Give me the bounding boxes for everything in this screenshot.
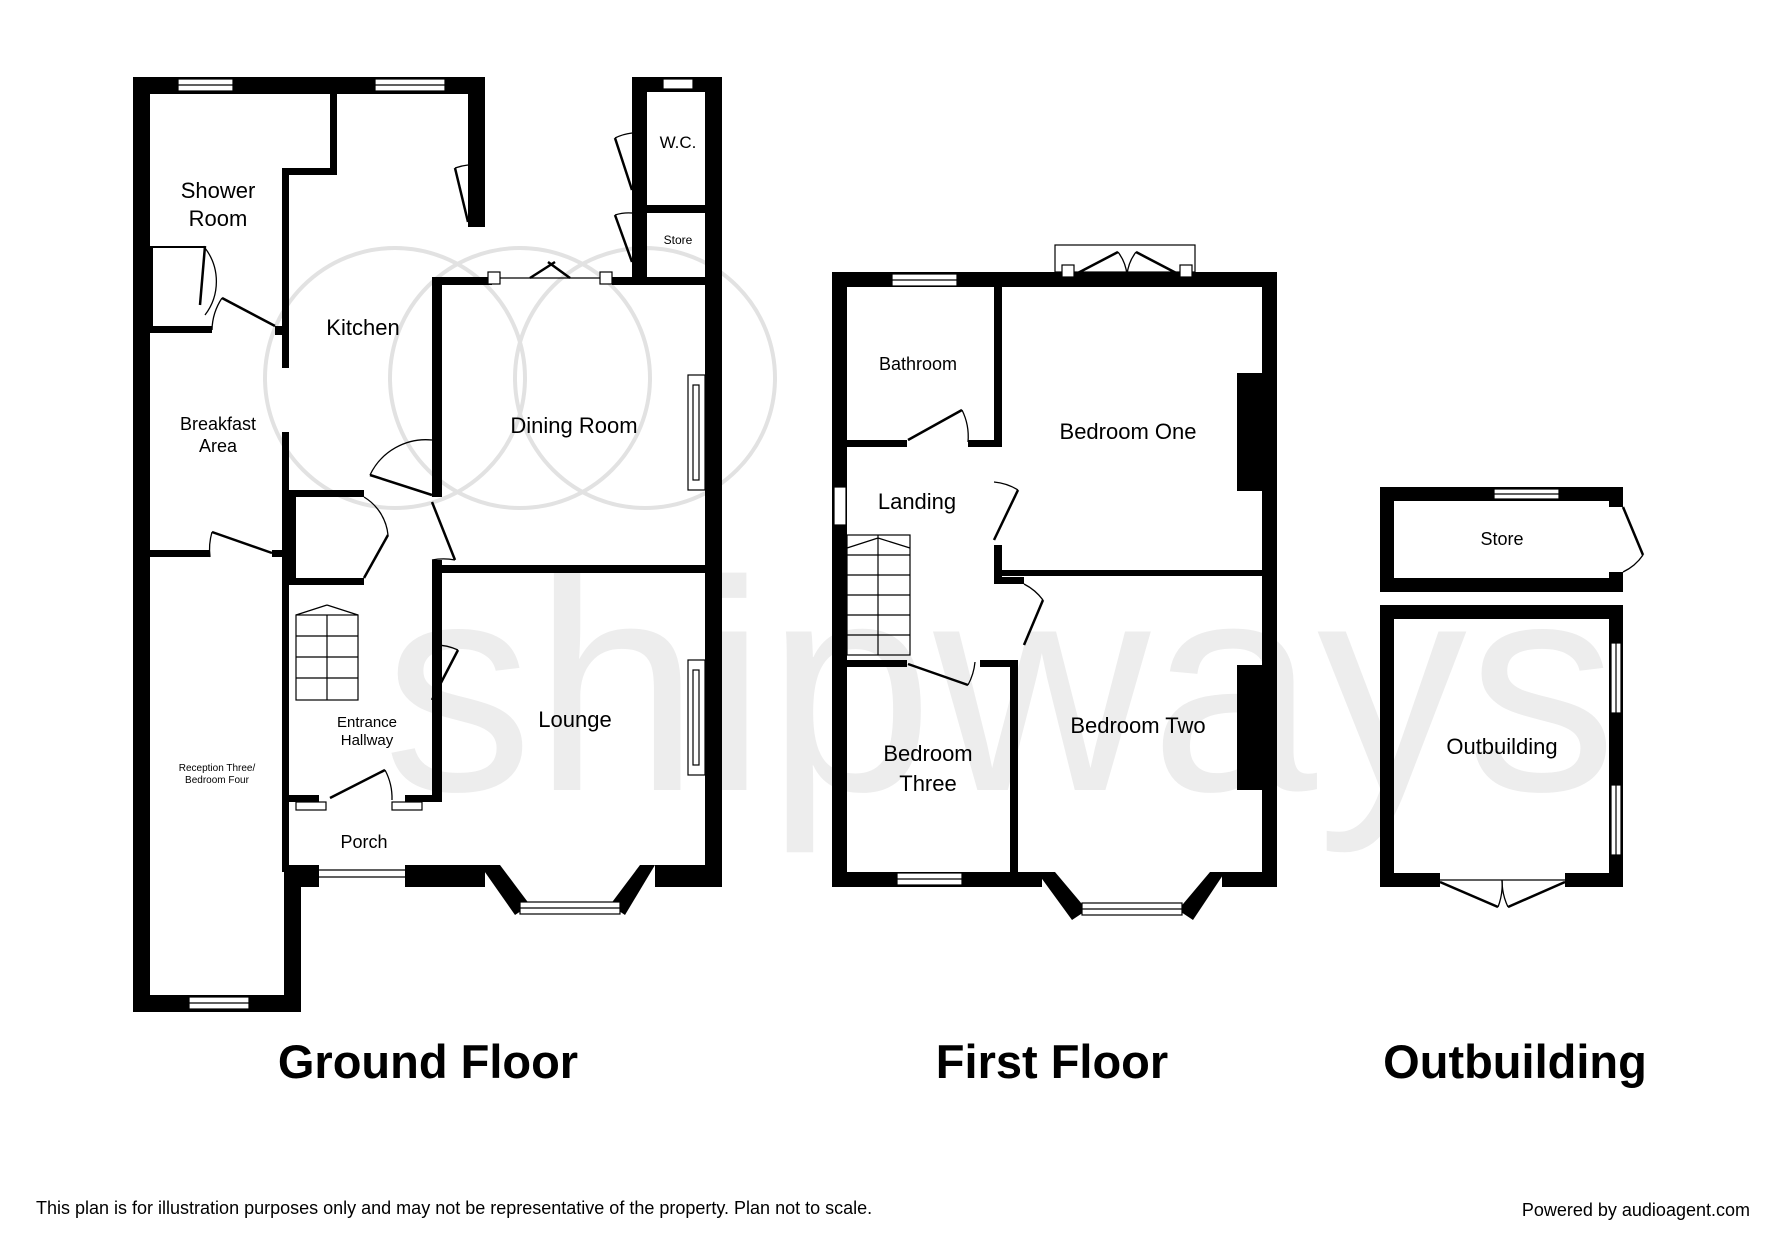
label-entrance-1: Entrance (337, 714, 397, 731)
ground-floor-plan (133, 77, 722, 1012)
label-breakfast-2: Area (199, 436, 238, 456)
label-lounge: Lounge (538, 707, 611, 732)
label-kitchen: Kitchen (326, 315, 399, 340)
label-entrance-2: Hallway (341, 732, 394, 749)
label-breakfast-1: Breakfast (180, 414, 256, 434)
label-bedroom-three-2: Three (899, 771, 956, 796)
label-reception-1: Reception Three/ (179, 763, 256, 774)
label-dining-room: Dining Room (510, 413, 637, 438)
label-reception-2: Bedroom Four (185, 775, 250, 786)
first-floor-plan (832, 244, 1277, 920)
title-outbuilding: Outbuilding (1383, 1035, 1647, 1088)
disclaimer-text: This plan is for illustration purposes o… (36, 1198, 873, 1218)
label-shower-room-1: Shower (181, 178, 256, 203)
title-first-floor: First Floor (936, 1035, 1168, 1088)
label-outbuilding-room: Outbuilding (1446, 734, 1557, 759)
label-outbuilding-store: Store (1480, 529, 1523, 549)
label-bedroom-two: Bedroom Two (1070, 713, 1205, 738)
label-wc: W.C. (660, 133, 697, 152)
label-bedroom-one: Bedroom One (1060, 419, 1197, 444)
label-landing: Landing (878, 489, 956, 514)
label-shower-room-2: Room (189, 206, 248, 231)
label-ground-store: Store (664, 233, 693, 247)
label-bathroom: Bathroom (879, 354, 957, 374)
label-bedroom-three-1: Bedroom (883, 741, 972, 766)
title-ground-floor: Ground Floor (278, 1035, 578, 1088)
credit-text: Powered by audioagent.com (1521, 1200, 1750, 1220)
label-porch: Porch (340, 832, 387, 852)
outbuilding-plan (1380, 487, 1645, 909)
